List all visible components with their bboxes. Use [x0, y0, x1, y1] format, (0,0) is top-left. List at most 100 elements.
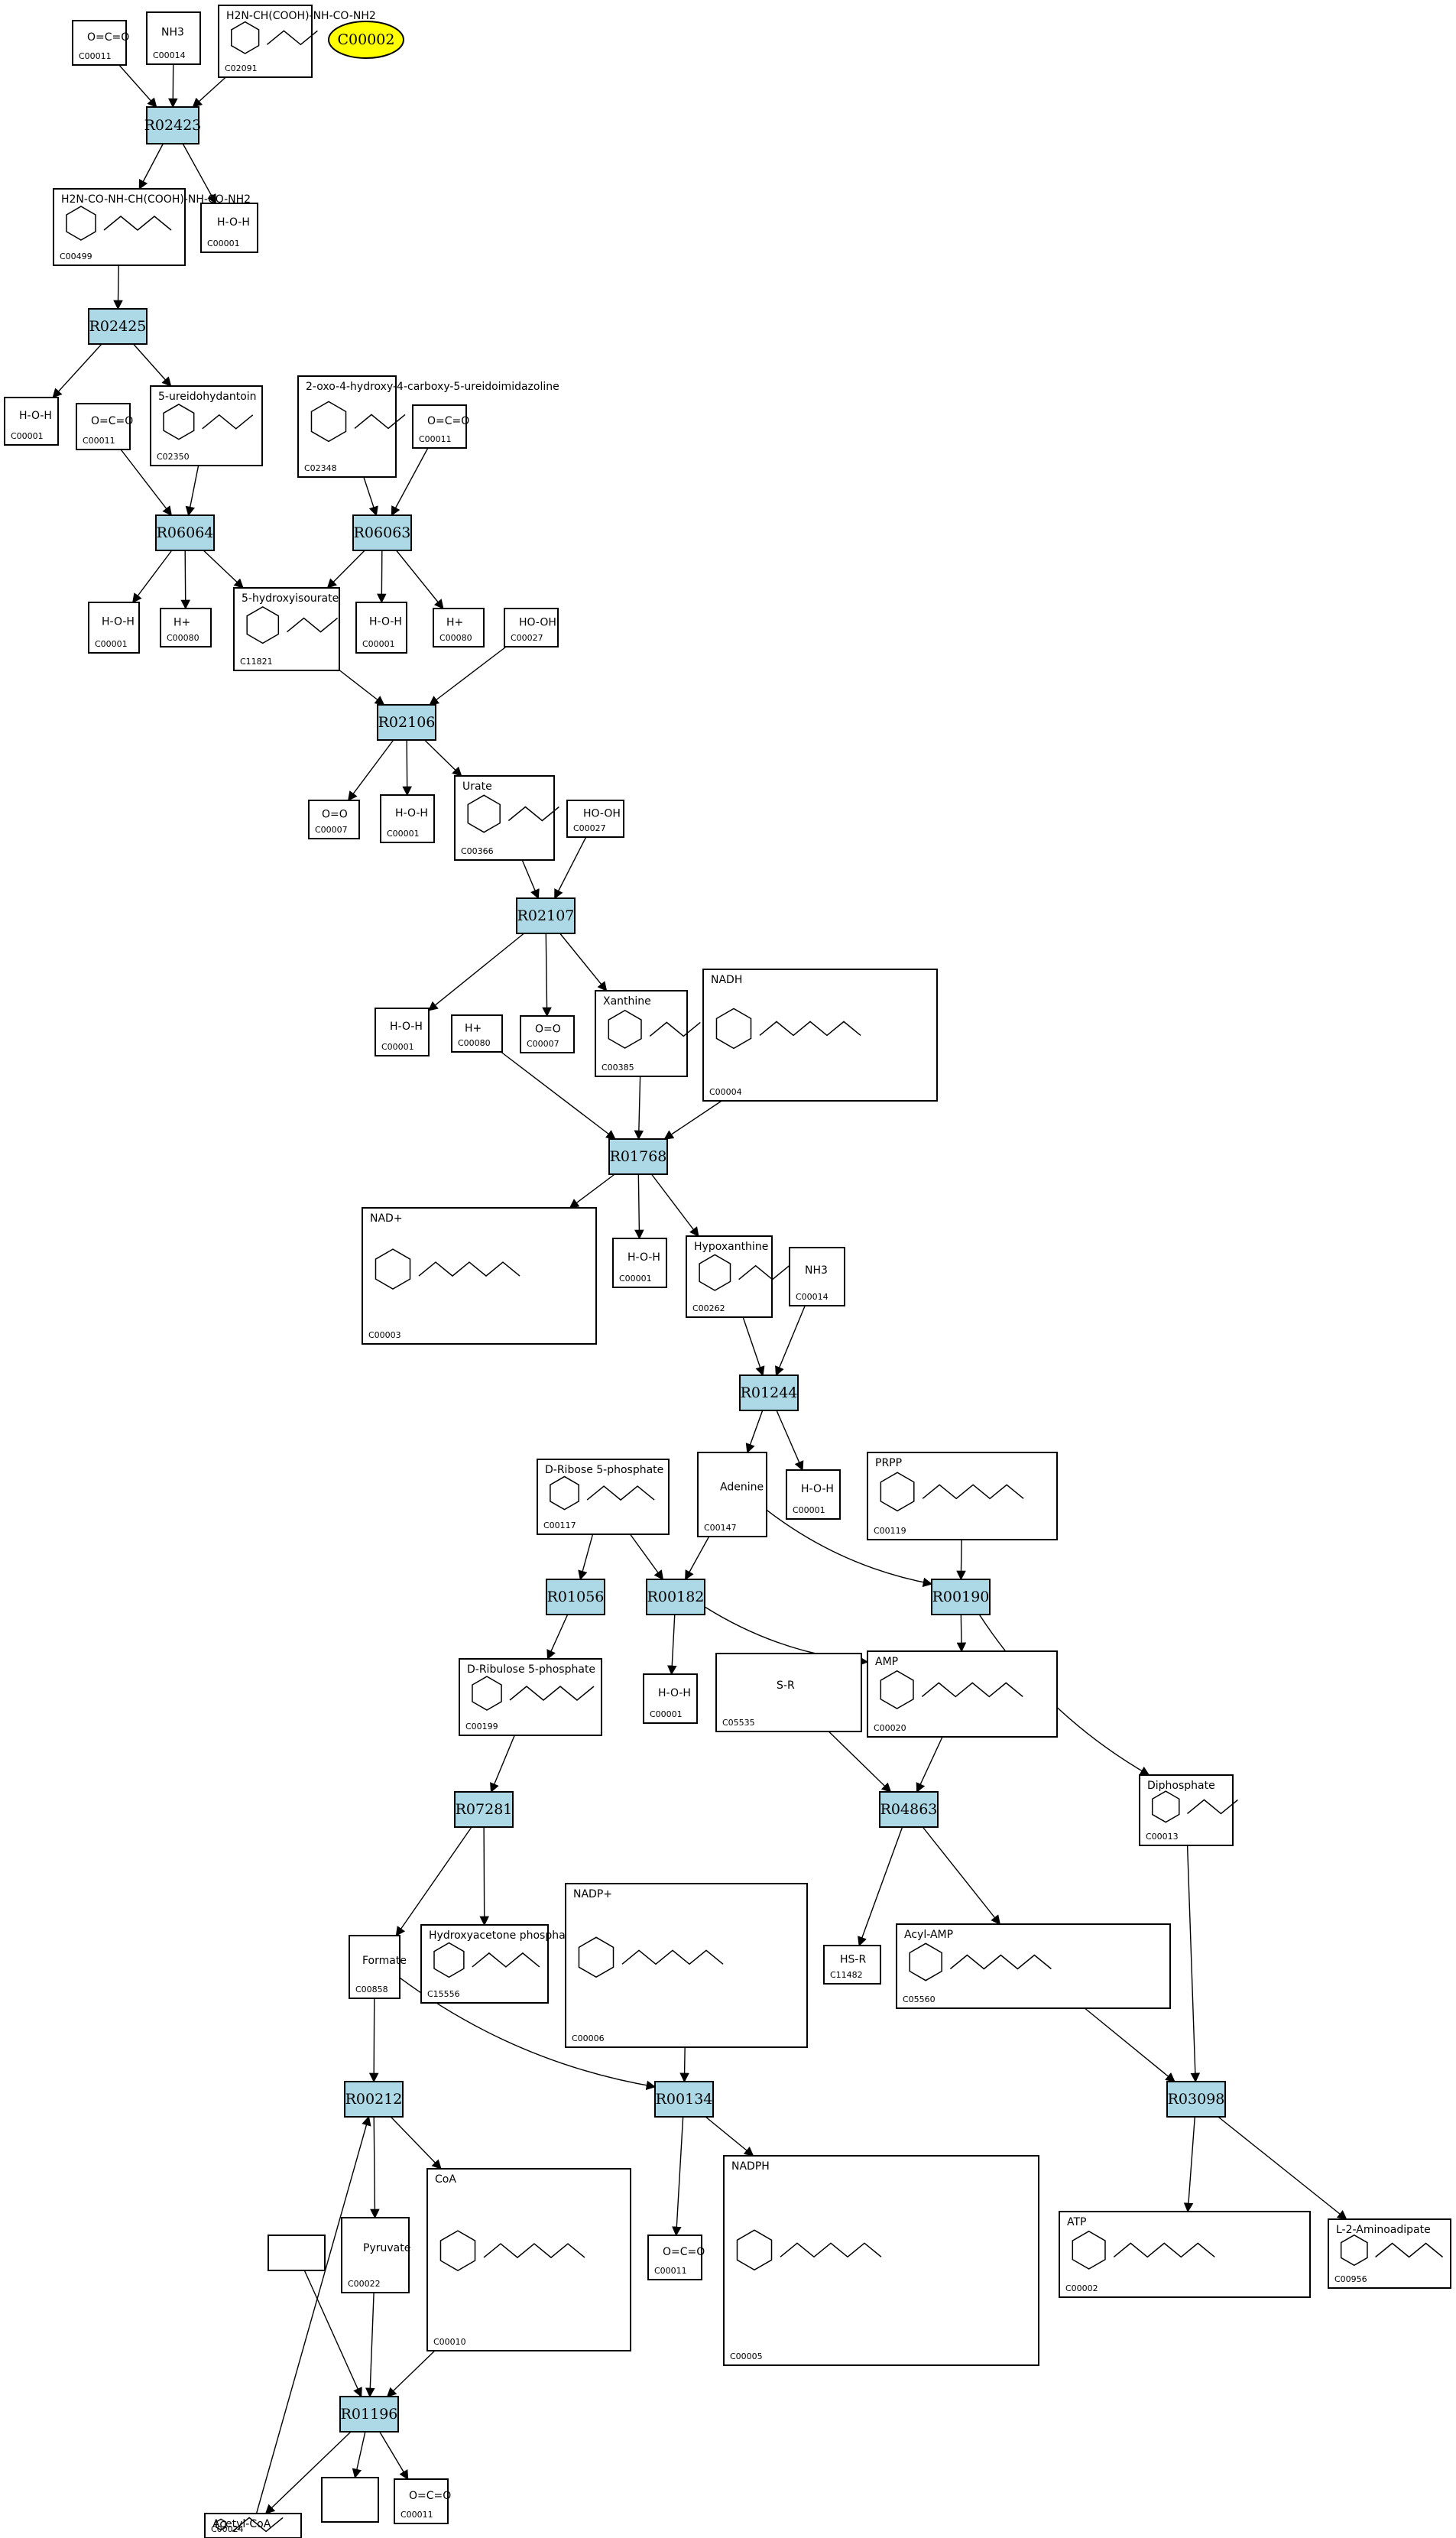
reaction-R00190[interactable]: R00190 [931, 1579, 991, 1615]
structure-drawing: H-O-H [390, 1021, 423, 1033]
edge-n24-R01768 [634, 1076, 644, 1141]
compound-box [321, 2477, 379, 2523]
compound-box [647, 2235, 702, 2280]
compound-box [566, 800, 624, 838]
compound-code: C00005 [730, 2351, 763, 2361]
reaction-R00212[interactable]: R00212 [344, 2081, 404, 2118]
compound-blank[interactable] [321, 2477, 379, 2523]
compound-box [643, 1673, 698, 1724]
structure-formula: NADPH [731, 2160, 770, 2173]
compound-C00006[interactable]: NADP+C00006 [565, 1883, 808, 2048]
edge-R01196-n51 [264, 2431, 352, 2514]
reaction-R03098[interactable]: R03098 [1166, 2081, 1226, 2118]
structure-formula: H-O-H [395, 807, 428, 819]
compound-code: C00001 [362, 639, 395, 649]
edge-n44-R01196 [365, 2292, 375, 2398]
structure-formula: NH3 [805, 1264, 828, 1277]
compound-code: C00004 [709, 1087, 742, 1097]
compound-C02348[interactable]: 2-oxo-4-hydroxy-4-carboxy-5-ureidoimidaz… [297, 375, 559, 478]
reaction-R00134[interactable]: R00134 [654, 2081, 714, 2118]
compound-box [715, 1653, 862, 1732]
reaction-label: R06063 [354, 524, 411, 541]
reaction-R01244[interactable]: R01244 [739, 1374, 799, 1411]
structure-formula: D-Ribulose 5-phosphate [467, 1663, 595, 1676]
reaction-R04863[interactable]: R04863 [879, 1791, 939, 1828]
reaction-R02423[interactable]: R02423 [144, 106, 202, 144]
reaction-R02425[interactable]: R02425 [88, 308, 148, 345]
structure-drawing: H+ [446, 617, 463, 629]
compound-C00080[interactable]: H+C00080 [451, 1014, 503, 1053]
compound-C00080[interactable]: H+C00080 [160, 608, 212, 647]
reaction-R06064[interactable]: R06064 [155, 514, 215, 551]
structure-drawing: Hypoxanthine [694, 1241, 790, 1291]
reaction-label: R03098 [1168, 2091, 1225, 2108]
reaction-R00182[interactable]: R00182 [646, 1579, 705, 1615]
edge-R06064-n12 [180, 550, 191, 610]
compound-blank[interactable] [268, 2235, 326, 2271]
highlight-compound[interactable]: C00002 [328, 21, 404, 59]
reaction-R07281[interactable]: R07281 [454, 1791, 514, 1828]
compound-C00003[interactable]: NAD+C00003 [362, 1207, 597, 1345]
highlight-label: C00002 [338, 31, 395, 48]
edge-R02423-n4 [138, 143, 164, 190]
edges [52, 63, 1347, 2514]
reaction-box [654, 2081, 714, 2118]
reaction-R02107[interactable]: R02107 [516, 897, 576, 934]
reaction-R01768[interactable]: R01768 [608, 1138, 668, 1175]
reaction-R02106[interactable]: R02106 [377, 704, 436, 741]
reaction-R01196[interactable]: R01196 [339, 2396, 399, 2433]
edge-n20-R02107 [554, 836, 587, 900]
reaction-R01056[interactable]: R01056 [546, 1579, 605, 1615]
compound-C00005[interactable]: NADPH C00005 [723, 2155, 1039, 2366]
reaction-R06063[interactable]: R06063 [352, 514, 412, 551]
compound-C00080[interactable]: H+C00080 [433, 608, 485, 647]
structure-drawing: D-Ribulose 5-phosphate [467, 1663, 595, 1711]
reaction-label: R01768 [610, 1148, 667, 1165]
structure-formula: NADP+ [573, 1888, 612, 1900]
